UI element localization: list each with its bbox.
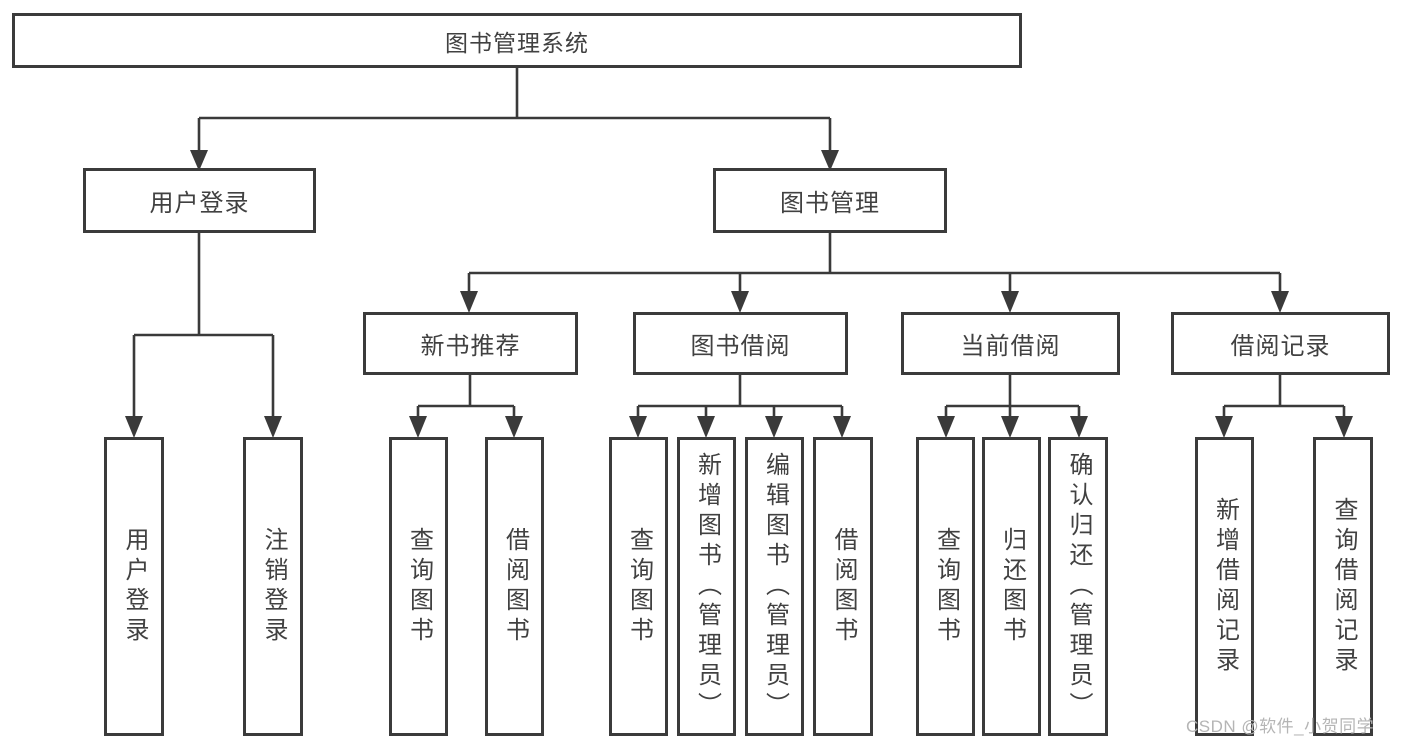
node-current-borrowing: 当前借阅: [901, 312, 1120, 375]
leaf-current-query-books: 查询图书: [916, 437, 975, 736]
node-user-login-group: 用户登录: [83, 168, 316, 233]
leaf-current-confirm-return-admin: 确认归还（管理员）: [1048, 437, 1108, 736]
leaf-user-login: 用户登录: [104, 437, 164, 736]
leaf-borrowing-query-books: 查询图书: [609, 437, 668, 736]
leaf-current-return-books-label: 归还图书: [998, 526, 1026, 647]
leaf-borrowing-edit-books-admin-label: 编辑图书（管理员）: [761, 451, 789, 722]
leaf-records-add-borrow-record: 新增借阅记录: [1195, 437, 1254, 736]
node-borrow-records-label: 借阅记录: [1230, 333, 1331, 360]
node-book-borrowing: 图书借阅: [633, 312, 848, 375]
leaf-current-query-books-label: 查询图书: [932, 526, 960, 647]
node-user-login-group-label: 用户登录: [149, 190, 250, 217]
leaf-borrowing-borrow-books-label: 借阅图书: [830, 526, 857, 647]
node-root-label: 图书管理系统: [445, 29, 589, 56]
leaf-borrowing-edit-books-admin: 编辑图书（管理员）: [745, 437, 804, 736]
node-new-book-recommend-label: 新书推荐: [420, 333, 521, 360]
leaf-borrowing-add-books-admin: 新增图书（管理员）: [677, 437, 736, 736]
leaf-logout-label: 注销登录: [260, 526, 287, 647]
leaf-logout: 注销登录: [243, 437, 303, 736]
leaf-borrowing-borrow-books: 借阅图书: [813, 437, 873, 736]
leaf-records-query-borrow-record-label: 查询借阅记录: [1330, 496, 1357, 677]
node-current-borrowing-label: 当前借阅: [960, 333, 1061, 360]
node-borrow-records: 借阅记录: [1171, 312, 1390, 375]
leaf-newbook-borrow-books-label: 借阅图书: [501, 526, 529, 647]
node-book-borrowing-label: 图书借阅: [690, 333, 791, 360]
node-book-management-label: 图书管理: [780, 190, 880, 217]
leaf-records-query-borrow-record: 查询借阅记录: [1313, 437, 1373, 736]
leaf-user-login-label: 用户登录: [121, 526, 148, 647]
arrowhead-icons: [125, 150, 1353, 438]
node-new-book-recommend: 新书推荐: [363, 312, 578, 375]
leaf-borrowing-add-books-admin-label: 新增图书（管理员）: [693, 451, 721, 722]
leaf-records-add-borrow-record-label: 新增借阅记录: [1211, 496, 1239, 677]
leaf-current-return-books: 归还图书: [982, 437, 1041, 736]
leaf-newbook-borrow-books: 借阅图书: [485, 437, 544, 736]
leaf-newbook-query-books-label: 查询图书: [405, 526, 433, 647]
leaf-borrowing-query-books-label: 查询图书: [625, 526, 653, 647]
csdn-watermark: CSDN @软件_小贺同学: [1186, 717, 1375, 736]
leaf-newbook-query-books: 查询图书: [389, 437, 448, 736]
node-book-management: 图书管理: [713, 168, 947, 233]
node-root-system: 图书管理系统: [12, 13, 1022, 68]
leaf-current-confirm-return-admin-label: 确认归还（管理员）: [1065, 451, 1092, 722]
